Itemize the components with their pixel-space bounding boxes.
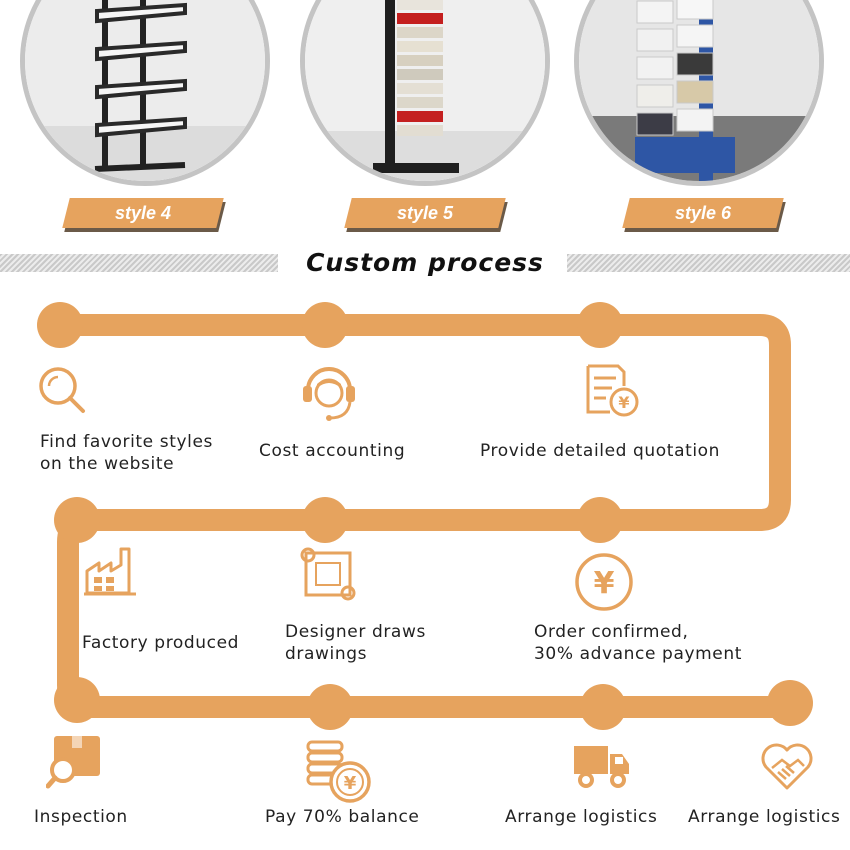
step-inspection: Inspection	[34, 807, 128, 827]
step-node	[54, 497, 100, 543]
step-node	[302, 497, 348, 543]
quotation-document-icon: ¥	[586, 364, 639, 417]
search-icon	[39, 367, 85, 413]
coin-stack-icon: ¥	[306, 740, 371, 803]
svg-text:¥: ¥	[618, 393, 629, 412]
style-tag-5: style 5	[344, 198, 508, 232]
step-node	[302, 302, 348, 348]
step-node	[37, 302, 83, 348]
delivery-truck-icon	[574, 746, 629, 788]
blueprint-scroll-icon	[300, 547, 356, 601]
step-node	[577, 497, 623, 543]
step-quotation: Provide detailed quotation	[480, 441, 721, 461]
step-arrange-logistics-final: Arrange logistics	[688, 807, 841, 827]
headset-agent-icon	[303, 367, 355, 421]
step-node	[54, 677, 100, 723]
step-node	[580, 684, 626, 730]
yuan-coin-icon: ¥	[575, 553, 633, 611]
svg-text:¥: ¥	[594, 566, 615, 601]
step-factory-produced: Factory produced	[82, 633, 240, 653]
step-node	[307, 684, 353, 730]
section-title: Custom process	[306, 248, 544, 277]
svg-text:¥: ¥	[344, 773, 357, 794]
step-cost-accounting: Cost accounting	[259, 441, 406, 461]
product-photo-style-4	[20, 0, 270, 186]
step-pay-balance: Pay 70% balance	[265, 807, 420, 827]
heading-hatch-left	[0, 254, 278, 272]
box-magnifier-icon	[46, 736, 100, 789]
step-node	[767, 680, 813, 726]
step-find-styles: Find favorite styles on the website	[40, 432, 213, 474]
style-tag-label: style 5	[396, 203, 454, 223]
step-node	[577, 302, 623, 348]
heading-hatch-right	[567, 254, 850, 272]
factory-icon	[84, 547, 136, 596]
product-photo-style-6	[574, 0, 824, 186]
style-tag-label: style 6	[674, 203, 732, 223]
step-order-confirmed: Order confirmed, 30% advance payment	[534, 622, 742, 664]
step-arrange-logistics: Arrange logistics	[505, 807, 658, 827]
style-tag-4: style 4	[62, 198, 226, 232]
handshake-heart-icon	[761, 743, 813, 790]
step-designer-drawings: Designer draws drawings	[285, 622, 426, 664]
style-tag-label: style 4	[114, 203, 172, 223]
style-tag-6: style 6	[622, 198, 786, 232]
